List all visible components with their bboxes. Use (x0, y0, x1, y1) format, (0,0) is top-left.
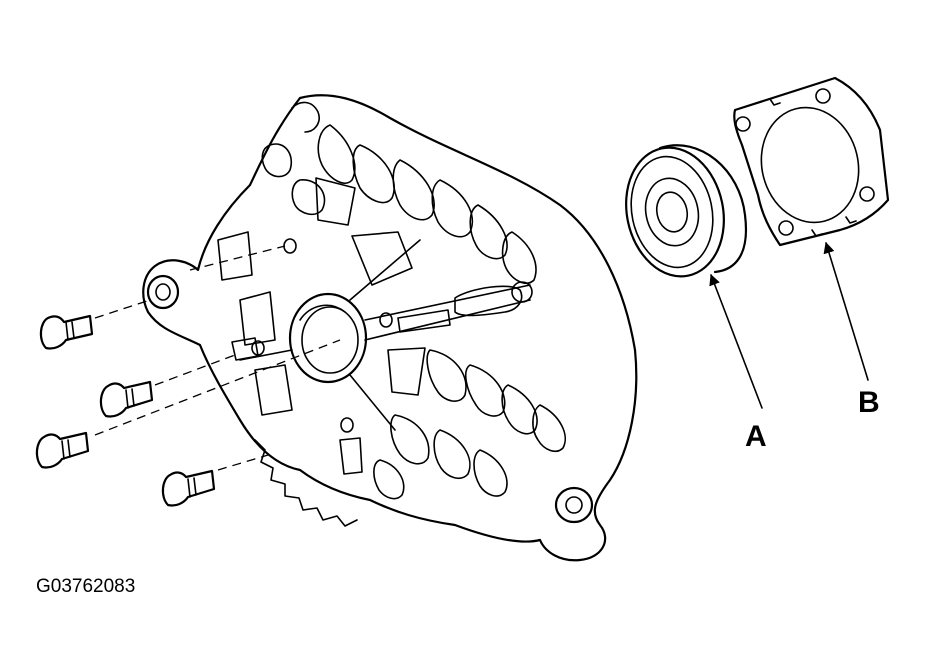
housing-serrated-edge (254, 439, 358, 527)
housing-ribs (239, 239, 531, 431)
screw-2 (99, 354, 236, 418)
side-windows (217, 177, 426, 416)
housing-top-rim (291, 101, 320, 133)
bolt-holes (231, 238, 393, 475)
bolt-hole-1 (283, 238, 297, 254)
housing-slot (397, 281, 533, 333)
figure-id: G03762083 (36, 576, 135, 597)
callout-label-b: B (858, 386, 880, 419)
leader-line-b (823, 241, 869, 381)
callout-label-a: A (745, 420, 767, 453)
screw-3 (35, 339, 341, 469)
housing-outline (142, 94, 638, 562)
screw-1 (39, 299, 151, 350)
cooling-vents-upper (261, 124, 537, 284)
bolt-axis-line (189, 245, 286, 271)
bolt-hole-4 (340, 417, 354, 433)
bolt-hole-2 (379, 312, 393, 328)
screw-4 (161, 454, 269, 507)
leader-line-a (709, 273, 763, 409)
bottom-mount-ear (554, 486, 594, 524)
center-bearing-boss (288, 292, 368, 384)
part-a-bearing (625, 144, 748, 278)
cooling-vents-lower (373, 349, 566, 500)
part-b-seal-plate (733, 76, 890, 247)
alternator-rear-housing (142, 94, 638, 562)
left-mount-ear (146, 274, 180, 310)
mounting-screws (35, 245, 341, 507)
